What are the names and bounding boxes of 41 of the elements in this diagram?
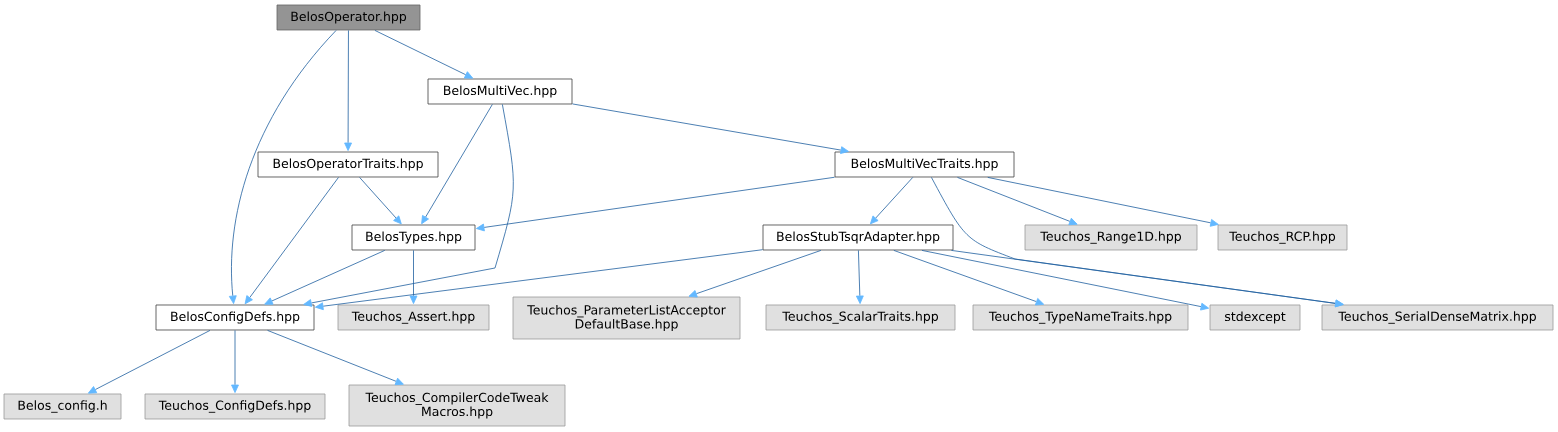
file-box: BelosOperatorTraits.hpp	[257, 151, 439, 178]
arrow	[921, 250, 1210, 311]
file-box: Teuchos_SerialDenseMatrix.hpp	[1321, 304, 1554, 331]
file-box: Teuchos_ScalarTraits.hpp	[765, 304, 956, 331]
arrow	[374, 30, 474, 79]
file-box: Teuchos_ParameterListAcceptor DefaultBase.hpp	[512, 296, 741, 340]
arrow	[359, 177, 402, 225]
file-box: Teuchos_Range1D.hpp	[1024, 224, 1198, 251]
arrow	[244, 177, 339, 305]
arrow	[344, 30, 352, 151]
arrow	[688, 250, 822, 298]
arrow	[87, 330, 211, 394]
arrow	[228, 30, 337, 304]
arrow	[303, 104, 514, 307]
arrow	[264, 250, 386, 305]
arrow	[870, 177, 914, 225]
file-box: Teuchos_Assert.hpp	[337, 304, 490, 331]
arrow	[409, 250, 418, 304]
file-box: BelosStubTsqrAdapter.hpp	[762, 224, 954, 251]
file-box: BelosTypes.hpp	[351, 224, 476, 251]
file-box: BelosMultiVec.hpp	[427, 78, 573, 105]
arrow	[315, 249, 763, 311]
file-box: BelosConfigDefs.hpp	[155, 304, 315, 331]
box-node: BelosOperator.hpp	[276, 4, 421, 31]
arrow	[893, 250, 1045, 306]
file-box: Teuchos_TypeNameTraits.hpp	[972, 304, 1189, 331]
file-box: Belos_config.h	[3, 393, 122, 420]
arrow	[572, 103, 849, 154]
file-box: Teuchos_RCP.hpp	[1217, 224, 1348, 251]
file-box: Teuchos_ConfigDefs.hpp	[144, 393, 326, 420]
file-box: stdexcept	[1209, 304, 1301, 331]
file-box: Teuchos_CompilerCodeTweak Macros.hpp	[348, 384, 566, 427]
arrow	[421, 104, 493, 225]
arrow	[951, 250, 1344, 308]
arrow	[957, 177, 1078, 226]
file-box: BelosMultiVecTraits.hpp	[834, 151, 1015, 178]
arrow	[987, 177, 1219, 227]
arrow	[231, 330, 239, 393]
arrow	[476, 176, 835, 232]
arrow	[855, 250, 864, 304]
arrow	[267, 330, 404, 386]
